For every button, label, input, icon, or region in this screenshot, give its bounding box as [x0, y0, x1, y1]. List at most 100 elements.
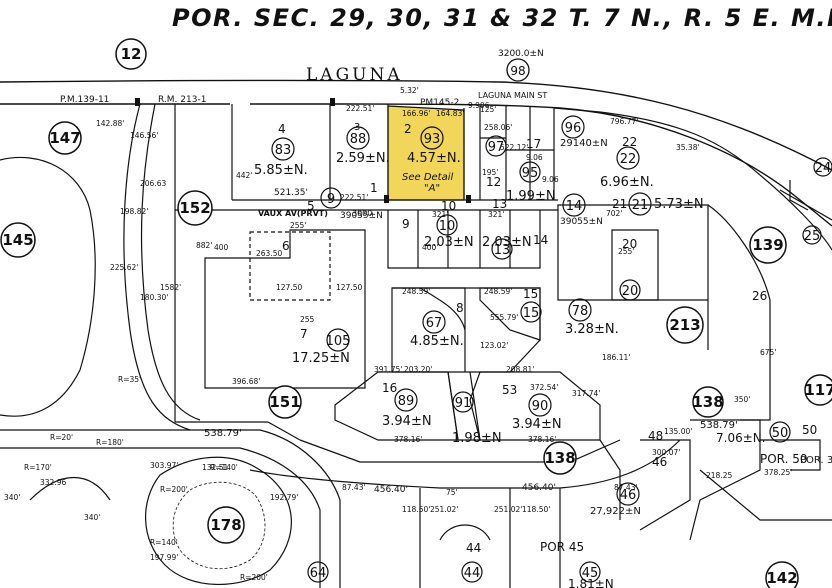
parcel-15-num[interactable]: 15: [523, 306, 540, 321]
book-page-98: 98: [510, 64, 525, 78]
dim-135-00: 135.00': [664, 427, 692, 436]
parcel-14-num[interactable]: 14: [566, 199, 583, 214]
book-page-139: 139: [752, 236, 783, 254]
dim-87-43a: 87.43': [342, 483, 366, 492]
dim-1-81: 1.81±N: [568, 577, 614, 588]
dim-9-06b: 9.06: [542, 175, 559, 184]
lot-15: 15: [523, 287, 538, 301]
parcel-105-num[interactable]: 105: [326, 334, 351, 349]
parcel-95-num[interactable]: 95: [522, 166, 539, 181]
pm-145-label: PM145-2: [420, 98, 459, 108]
dim-456-40b: 456.40': [522, 483, 556, 493]
parcel-22-num[interactable]: 22: [620, 152, 637, 167]
rm-213-label: R.M. 213-1: [158, 95, 206, 105]
dim-303-97: 303.97': [150, 461, 178, 470]
dim-197-99: 197.99': [150, 553, 178, 562]
dim-396-68: 396.68': [232, 377, 260, 386]
parcel-13-num[interactable]: 13: [494, 243, 511, 258]
parcel-105-area: 17.25±N: [292, 351, 350, 366]
lot-por-50: POR. 50: [760, 452, 808, 466]
dim-400b: 400': [422, 243, 438, 252]
parcel-9-num[interactable]: 9: [327, 192, 335, 207]
dim-350: 350': [734, 395, 750, 404]
dim-522-12: 522.12': [500, 143, 528, 152]
lot-22: 22: [622, 135, 637, 149]
dim-222-51: 222.51': [346, 104, 374, 113]
parcel-145-outline: [0, 156, 96, 417]
parcel-20-num[interactable]: 20: [622, 284, 639, 299]
lot-por-45: POR 45: [540, 540, 584, 554]
dim-248-59a: 248.59': [402, 287, 430, 296]
laguna-label: LAGUNA: [306, 65, 403, 85]
parcel-67-num[interactable]: 67: [426, 316, 443, 331]
book-page-151: 151: [269, 393, 300, 411]
dim-340b: 340': [84, 513, 100, 522]
dim-251-02a: 251.02': [430, 505, 458, 514]
lot-4: 4: [278, 122, 286, 136]
dim-538-79a: 538.79': [204, 428, 242, 439]
parcel-46-num[interactable]: 46: [620, 488, 637, 503]
dim-206-63: 206.63: [140, 179, 166, 188]
parcel-90-num[interactable]: 90: [532, 399, 549, 414]
lot-por-31: POR. 31: [800, 455, 832, 466]
lot-16: 16: [382, 381, 397, 395]
parcel-45-num[interactable]: 45: [582, 566, 599, 581]
parcel-178-outline: [144, 456, 292, 585]
parcel-24-num[interactable]: 24: [815, 161, 832, 176]
dim-251-02b: 251.02': [494, 505, 522, 514]
lot-44: 44: [466, 541, 481, 555]
dim-263-50: 263.50: [256, 249, 282, 258]
parcel-67-area: 4.85±N.: [410, 334, 464, 349]
parcel-93-num[interactable]: 93: [424, 132, 441, 147]
parcel-50-num[interactable]: 50: [772, 426, 789, 441]
dim-675: 675': [760, 348, 776, 357]
dim-146-56: 146.56': [130, 131, 158, 140]
dim-255b: 255: [300, 315, 315, 324]
dim-125: 125': [480, 105, 496, 114]
parcel-83-num[interactable]: 83: [275, 143, 292, 158]
dim-378-25: 378.25': [764, 468, 792, 477]
dim-118-50a: 118.50': [402, 505, 430, 514]
parcel-64-num[interactable]: 64: [310, 566, 327, 581]
parcel-97-num[interactable]: 97: [488, 140, 505, 155]
dim-225-62: 225.62': [110, 263, 138, 272]
parcel-22-area: 6.96±N.: [600, 175, 654, 190]
lot-1: 1: [370, 181, 378, 195]
dim-255: 255': [618, 247, 634, 256]
lot-7: 7: [300, 327, 308, 341]
parcel-91-area: 1.98±N: [452, 431, 502, 446]
book-page-178: 178: [210, 516, 241, 534]
parcel-91-num[interactable]: 91: [455, 396, 472, 411]
see-detail-label[interactable]: See Detail: [402, 172, 454, 183]
parcel-21-num[interactable]: 21: [632, 198, 649, 213]
dim-142-88: 142.88': [96, 119, 124, 128]
lot-20: 20: [622, 237, 637, 251]
pm-139-label: P.M.139-11: [60, 95, 109, 105]
book-page-147: 147: [49, 129, 80, 147]
dim-332-96: 332.96: [40, 478, 66, 487]
dim-123-02: 123.02': [480, 341, 508, 350]
dim-35-38: 35.38': [676, 143, 700, 152]
dim-r140b: R=140': [150, 538, 178, 547]
lot-21: 21: [612, 197, 627, 211]
dim-132-51: 132.51: [202, 463, 228, 472]
parcel-78-num[interactable]: 78: [572, 304, 589, 319]
parcel-46-area: 27,922±N: [590, 506, 641, 517]
parcel-44-num[interactable]: 44: [464, 566, 481, 581]
parcel-25-num[interactable]: 25: [804, 229, 821, 244]
dim-3200: 3200.0±N: [498, 49, 544, 59]
parcel-10-num[interactable]: 10: [439, 219, 456, 234]
parcel-89-num[interactable]: 89: [398, 394, 415, 409]
parcel-90-area: 3.94±N: [512, 417, 562, 432]
dim-391-75: 391.75': [374, 365, 402, 374]
parcel-lines: [0, 103, 832, 588]
parcel-88-num[interactable]: 88: [350, 132, 367, 147]
dim-258-06: 258.06': [484, 123, 512, 132]
laguna-main-st-label: LAGUNA MAIN ST: [478, 91, 547, 100]
dim-186-11: 186.11': [602, 353, 630, 362]
parcel-96-num[interactable]: 96: [565, 121, 582, 136]
dim-882: 882': [196, 241, 212, 250]
dim-r180: R=180': [96, 438, 124, 447]
